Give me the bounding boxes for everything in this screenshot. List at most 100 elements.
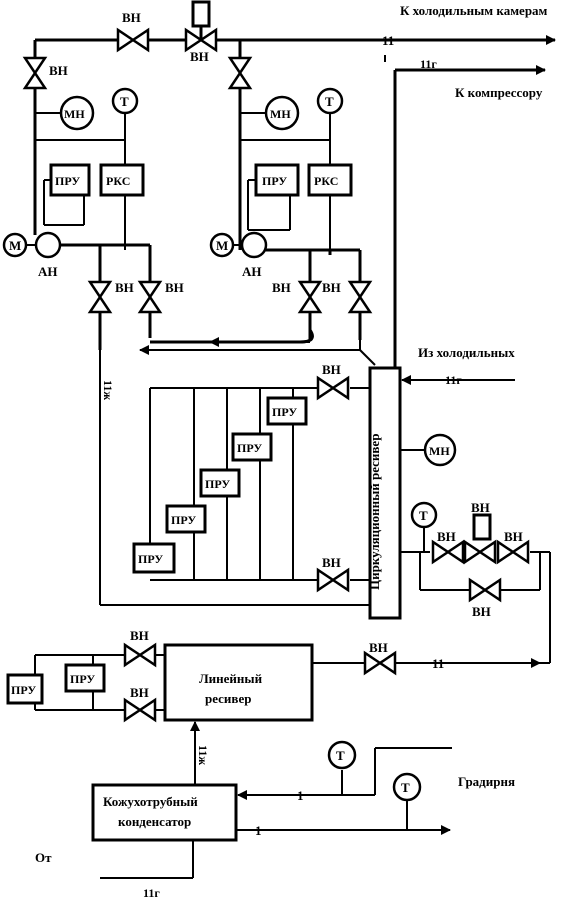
label-line-11zh-lower: 11ж	[196, 745, 210, 765]
valve-linrec-top	[123, 642, 157, 668]
valve-left-pump-1-label: ВН	[115, 280, 134, 295]
valve-top-2	[184, 27, 218, 53]
pru-linrec-1	[6, 673, 44, 705]
rks-left	[99, 163, 145, 197]
pru-right-pump-label: ПРУ	[262, 174, 287, 188]
label-line-1-out: 1	[255, 823, 262, 838]
pru-linrec-2	[64, 663, 106, 693]
manometer-receiver	[423, 433, 457, 467]
pru-evap-4-label: ПРУ	[171, 513, 196, 527]
pru-evap-5	[132, 542, 176, 574]
top-header-pipe	[33, 0, 556, 250]
pru-evap-3	[199, 468, 241, 498]
valve-bypass	[468, 577, 502, 603]
pump-left	[34, 231, 62, 259]
valve-left-pump-2	[137, 280, 163, 314]
receiver-outlet-piping	[400, 528, 551, 663]
thermometer-receiver-label: Т	[419, 508, 428, 523]
pru-linrec-2-label: ПРУ	[70, 672, 95, 686]
evaporator-bank	[149, 387, 370, 581]
thermometer-receiver	[410, 501, 438, 529]
label-line-11g-mid: 11г	[445, 373, 462, 387]
valve-right-pump-1-label: ВН	[272, 280, 291, 295]
thermometer-left-label: Т	[120, 94, 129, 109]
valve-left-riser	[22, 56, 48, 90]
pru-evap-3-label: ПРУ	[205, 477, 230, 491]
left-pump-group: МН Т ПРУ РКС М АН	[2, 87, 152, 350]
valve-outlet-3	[496, 539, 530, 565]
linear-receiver-label-1: Линейный	[199, 671, 263, 686]
valve-top-2-label: ВН	[190, 49, 209, 64]
label-ot: От	[35, 850, 52, 865]
valve-bypass-label: ВН	[472, 604, 491, 619]
pru-left-pump-label: ПРУ	[55, 174, 80, 188]
pru-linrec-1-label: ПРУ	[11, 683, 36, 697]
valve-right-pump-2	[347, 280, 373, 314]
label-gradirnya: Градирня	[458, 774, 515, 789]
thermometer-condenser-in-label: Т	[336, 748, 345, 763]
valve-top-1-label: ВН	[122, 10, 141, 25]
valve-evap-bottom	[316, 567, 350, 593]
valve-linrec-top-label: ВН	[130, 628, 149, 643]
linear-receiver-piping	[34, 654, 550, 711]
manometer-left-label: МН	[64, 107, 85, 121]
thermometer-condenser-in	[327, 740, 357, 770]
label-line-1-in: 1	[297, 788, 304, 803]
valve-outlet-3-label: ВН	[504, 529, 523, 544]
circulation-receiver-label: Циркуляционный ресивер	[367, 434, 382, 590]
label-line-11-mid: 11	[432, 656, 444, 671]
valve-outlet-2-label: ВН	[471, 500, 490, 515]
manometer-receiver-label: МН	[429, 444, 450, 458]
valve-evap-top	[316, 375, 350, 401]
pump-right-label: АН	[242, 264, 262, 279]
manometer-right-label: МН	[270, 107, 291, 121]
valve-linrec-out-label: ВН	[369, 640, 388, 655]
valve-top-1	[116, 27, 150, 53]
circulation-receiver	[368, 366, 402, 620]
valve-outlet-2	[463, 539, 497, 565]
valve-linrec-bottom	[123, 697, 157, 723]
valve-right-pump-2-label: ВН	[322, 280, 341, 295]
rks-right-label: РКС	[314, 174, 338, 188]
compressor-line	[393, 65, 546, 368]
valve-outlet-1	[431, 539, 465, 565]
valve-linrec-bottom-label: ВН	[130, 685, 149, 700]
shell-tube-condenser	[91, 783, 238, 842]
label-to-compressor: К компрессору	[455, 85, 543, 100]
valve-evap-top-label: ВН	[322, 362, 341, 377]
thermometer-condenser-out	[392, 772, 422, 802]
condenser-label-2: конденсатор	[118, 814, 191, 829]
pru-evap-5-label: ПРУ	[138, 552, 163, 566]
thermometer-right	[316, 87, 344, 115]
liquid-return-line	[99, 337, 376, 606]
thermometer-condenser-out-label: Т	[401, 780, 410, 795]
valve-linrec-out	[363, 650, 397, 676]
label-line-11g-bottom: 11г	[143, 886, 160, 900]
label-line-11zh-upper: 11ж	[101, 380, 115, 400]
pru-evap-4	[165, 504, 207, 534]
pru-evap-2-label: ПРУ	[237, 441, 262, 455]
valve-right-riser	[227, 56, 253, 90]
valve-left-pump-1	[87, 280, 113, 314]
pru-evap-1	[266, 396, 308, 426]
pru-evap-1-label: ПРУ	[272, 405, 297, 419]
valve-evap-bottom-label: ВН	[322, 555, 341, 570]
linear-receiver-label-2: ресивер	[205, 691, 251, 706]
pump-left-label: АН	[38, 264, 58, 279]
motor-left-label: М	[9, 238, 21, 253]
rks-left-label: РКС	[106, 174, 130, 188]
valve-left-riser-label: ВН	[49, 63, 68, 78]
right-pump-group: МН Т ПРУ РКС М АН	[150, 87, 362, 344]
condenser-label-1: Кожухотрубный	[103, 794, 198, 809]
label-line-11-top: 11	[382, 33, 394, 48]
manometer-right	[264, 95, 300, 131]
motor-right-label: М	[216, 238, 228, 253]
valve-left-pump-2-label: ВН	[165, 280, 184, 295]
thermometer-right-label: Т	[325, 94, 334, 109]
valve-outlet-2-actuator	[472, 513, 492, 541]
thermometer-left	[111, 87, 139, 115]
pump-right	[240, 231, 268, 259]
valve-outlet-1-label: ВН	[437, 529, 456, 544]
